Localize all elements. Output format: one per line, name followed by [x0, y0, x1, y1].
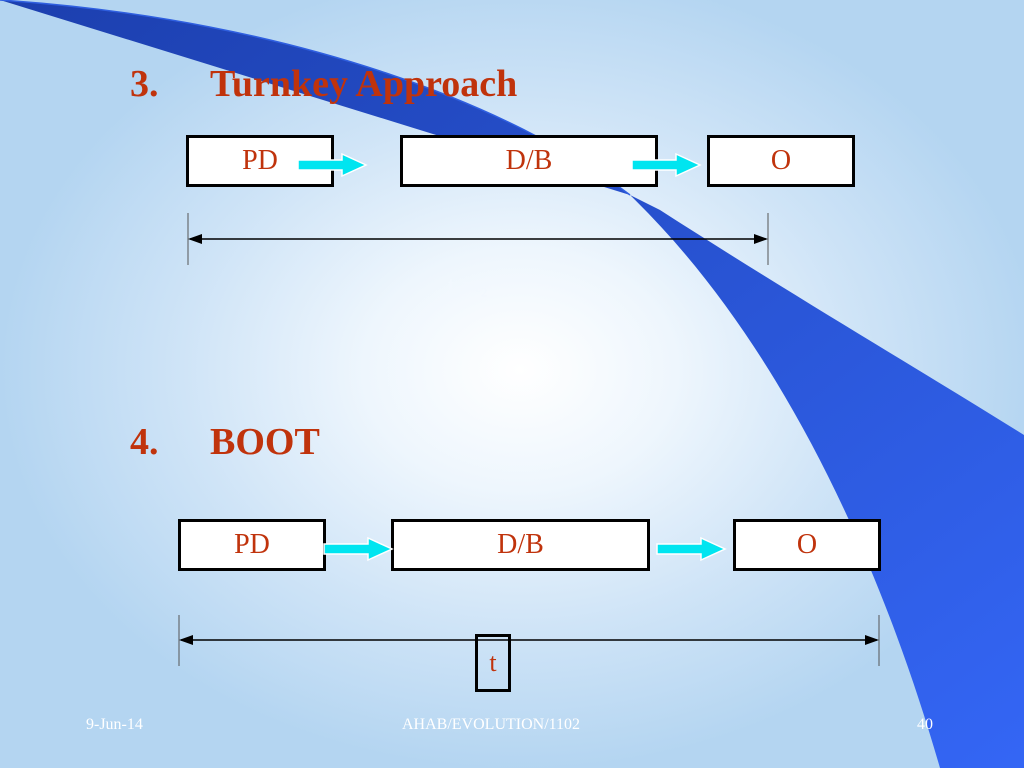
footer-date: 9-Jun-14 [86, 716, 143, 733]
section-number: 3. [130, 63, 159, 105]
box-o: O [707, 135, 855, 187]
duration-label-turnkey: t₁=t₂ [448, 272, 488, 297]
timeline-turnkey [187, 213, 769, 265]
section-title: Turnkey Approach [210, 63, 518, 105]
footer-page-number: 40 [917, 716, 933, 733]
section-title: BOOT [210, 421, 320, 463]
duration-box-boot: t [475, 634, 511, 692]
arrow-pd-to-db [323, 536, 394, 562]
timeline-boot [178, 615, 880, 666]
footer-center-text: AHAB/EVOLUTION/1102 [402, 716, 581, 733]
box-pd: PD [178, 519, 326, 571]
box-db: D/B [400, 135, 658, 187]
section-number: 4. [130, 421, 159, 463]
arrow-db-to-o [656, 536, 727, 562]
arrow-pd-to-db [297, 152, 368, 178]
duration-label-boot: t [489, 648, 497, 677]
arrow-db-to-o [631, 152, 702, 178]
box-db: D/B [391, 519, 650, 571]
box-o: O [733, 519, 881, 571]
